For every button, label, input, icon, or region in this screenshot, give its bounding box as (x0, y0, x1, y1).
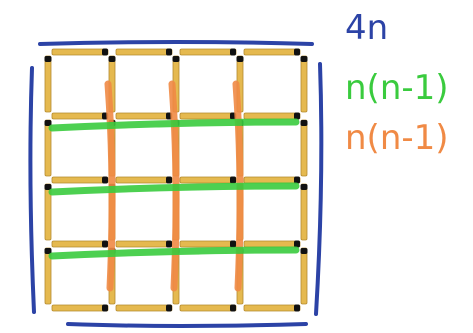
match-head (44, 184, 52, 190)
match-head (230, 240, 236, 248)
matchstick (115, 48, 173, 56)
perimeter-bottom (66, 322, 308, 328)
perimeter-formula: 4n (345, 8, 389, 48)
match-head (166, 176, 172, 184)
matchstick (300, 247, 308, 305)
perimeter-right (314, 62, 324, 316)
match-head (44, 56, 52, 62)
matchstick (179, 176, 237, 184)
match-head (166, 240, 172, 248)
match-head (172, 56, 180, 62)
match-head (230, 304, 236, 312)
matchstick (179, 240, 237, 248)
match-head (294, 304, 300, 312)
match-head (300, 184, 308, 190)
match-head (300, 248, 308, 254)
match-head (294, 240, 300, 248)
match-head (294, 112, 300, 120)
match-head (300, 56, 308, 62)
matchstick (44, 55, 52, 113)
matchstick (300, 55, 308, 113)
matchstick (51, 304, 109, 312)
match-head (102, 176, 108, 184)
matchstick (51, 112, 109, 120)
matchstick (115, 112, 173, 120)
perimeter-top (38, 40, 314, 46)
matchstick (243, 240, 301, 248)
match-head (44, 248, 52, 254)
matchstick (243, 304, 301, 312)
match-head (166, 48, 172, 56)
match-head (108, 56, 116, 62)
perimeter-outline (28, 40, 324, 328)
vertical-interior-formula: n(n-1) (345, 118, 449, 158)
matchstick (115, 240, 173, 248)
matchstick (51, 176, 109, 184)
matchstick (179, 304, 237, 312)
matchstick (300, 119, 308, 177)
matchstick (179, 112, 237, 120)
matchstick (243, 112, 301, 120)
matchstick (300, 183, 308, 241)
perimeter-left (28, 66, 36, 314)
matchstick (243, 176, 301, 184)
match-head (294, 48, 300, 56)
matchstick (179, 48, 237, 56)
horizontal-interior-highlight (48, 118, 300, 132)
match-head (300, 120, 308, 126)
match-head (102, 240, 108, 248)
matchstick (51, 240, 109, 248)
match-head (230, 176, 236, 184)
horizontal-interior-highlight (48, 182, 300, 196)
match-head (230, 48, 236, 56)
matchstick (115, 176, 173, 184)
matchstick (51, 48, 109, 56)
match-head (236, 56, 244, 62)
interior-highlights (48, 80, 300, 292)
matchstick (243, 48, 301, 56)
match-head (166, 304, 172, 312)
match-head (102, 304, 108, 312)
match-head (44, 120, 52, 126)
matchstick (115, 304, 173, 312)
match-head (294, 176, 300, 184)
vertical-interior-highlight (104, 80, 116, 292)
horizontal-interior-highlight (48, 246, 300, 260)
match-head (102, 48, 108, 56)
horizontal-interior-formula: n(n-1) (345, 68, 449, 108)
vertical-interior-highlight (168, 80, 180, 292)
